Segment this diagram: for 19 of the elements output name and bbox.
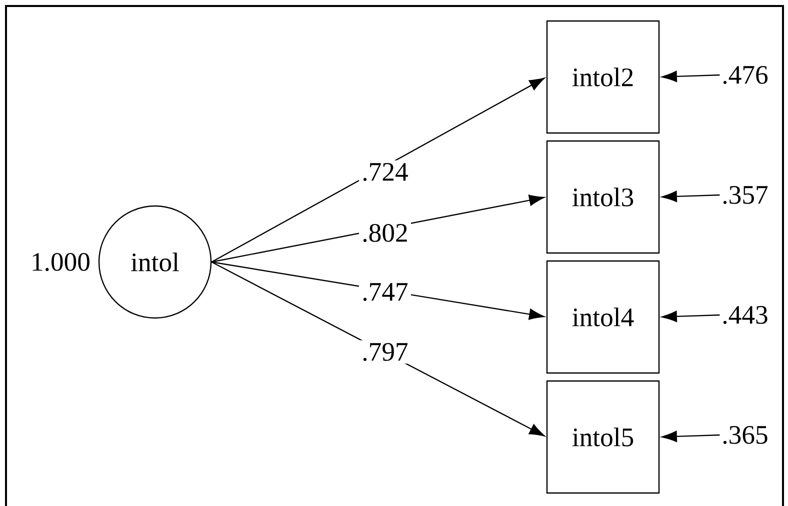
observed-variable-box: intol4 <box>546 260 660 374</box>
arrow <box>662 190 720 202</box>
arrow <box>662 310 720 322</box>
observed-variable-box: intol5 <box>546 380 660 494</box>
edge-label: .802 <box>359 221 411 245</box>
error-value: .476 <box>723 66 768 84</box>
error-value: .365 <box>723 426 768 444</box>
edge-label: .724 <box>359 160 411 184</box>
observed-variable-box: intol2 <box>546 20 660 134</box>
arrow <box>662 70 720 82</box>
error-value: .443 <box>723 306 768 324</box>
observed-variable-box: intol3 <box>546 140 660 254</box>
arrow <box>211 78 545 263</box>
edge-label: .747 <box>359 280 411 304</box>
variance-value: 1.000 <box>32 252 90 272</box>
arrow <box>662 430 720 442</box>
error-value: .357 <box>723 186 768 204</box>
arrow <box>211 261 545 436</box>
edge-label: .797 <box>359 340 411 364</box>
